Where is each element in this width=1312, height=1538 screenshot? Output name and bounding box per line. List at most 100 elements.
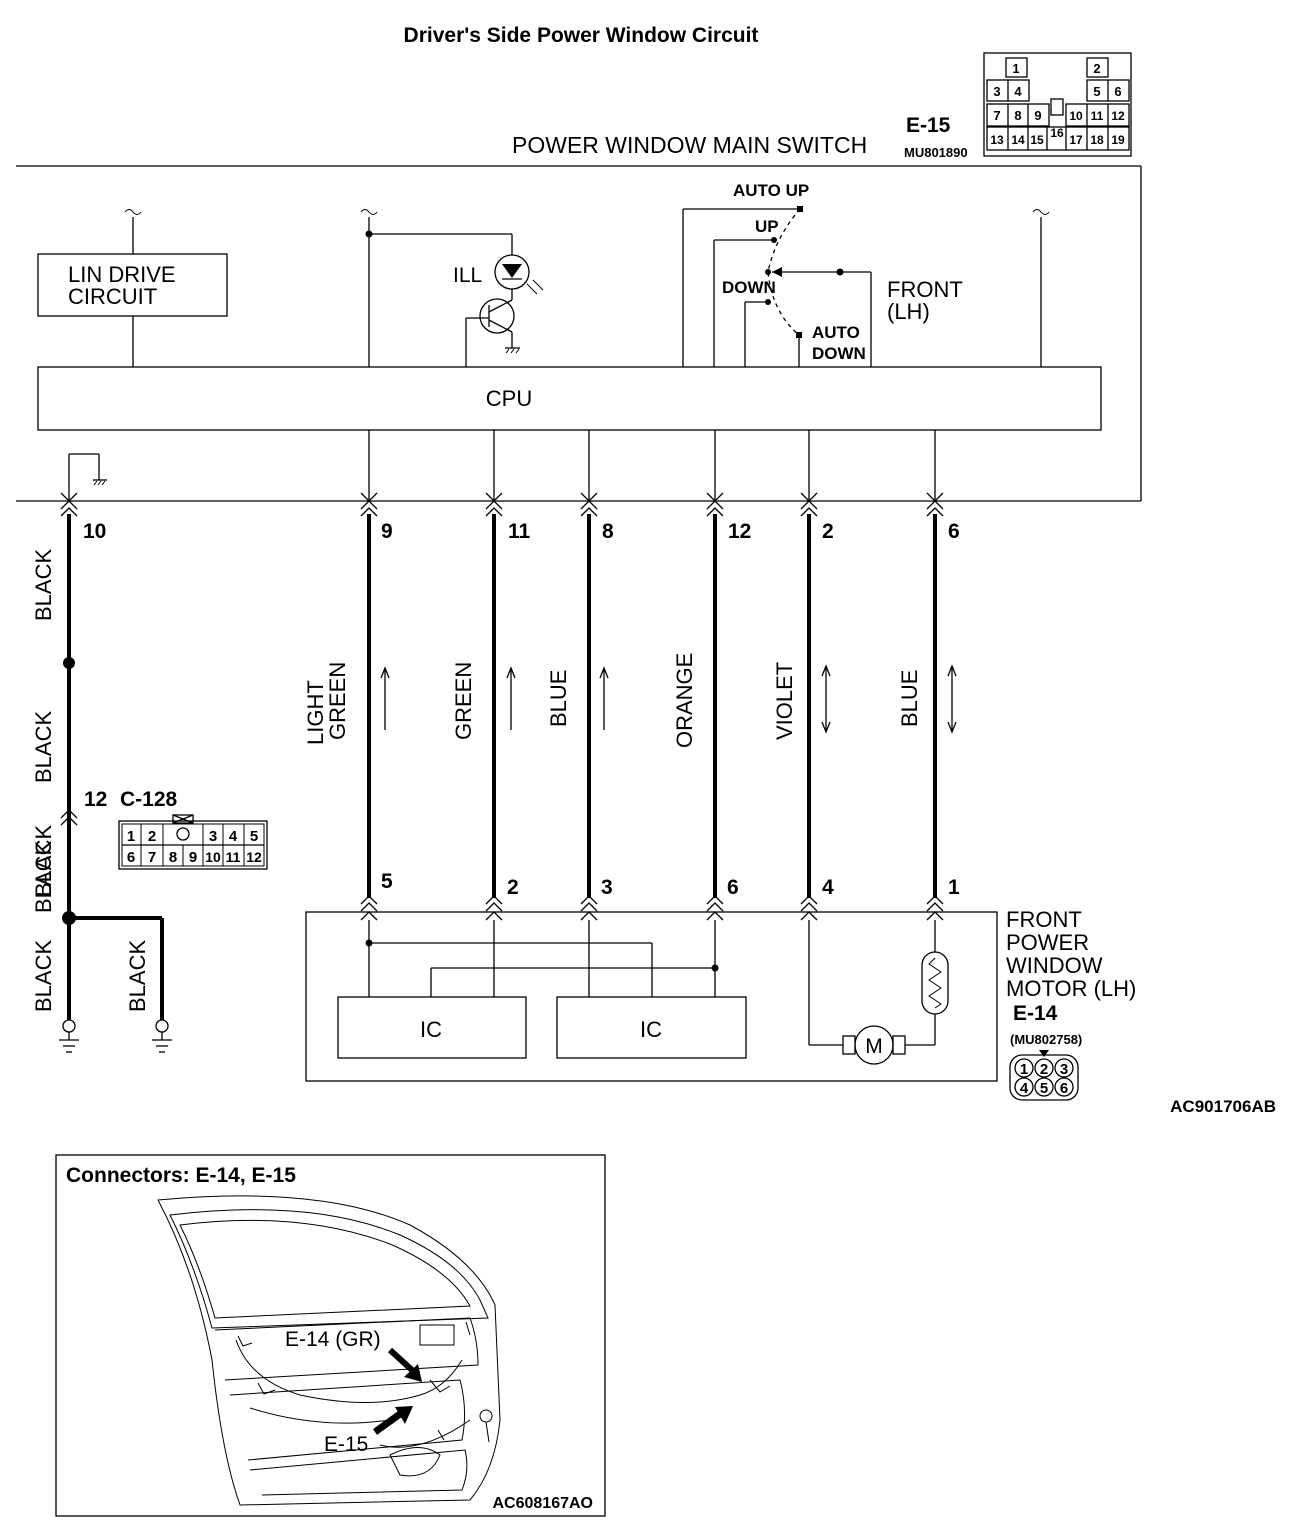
e15-pin: 14 — [1011, 133, 1025, 147]
wire-color-label: BLACK — [31, 825, 56, 897]
figure-code-top: AC901706AB — [1170, 1097, 1276, 1116]
e15-pin: 17 — [1069, 133, 1083, 147]
signal-wire-labels: LIGHT GREEN GREEN BLUE ORANGE VIOLET BLU… — [303, 653, 922, 748]
inset-title: Connectors: E-14, E-15 — [66, 1164, 296, 1187]
connector-location-inset: Connectors: E-14, E-15 E-14 (GR) E — [55, 1154, 606, 1517]
e14-pin: 1 — [1020, 1061, 1028, 1078]
switch-auto-up-label: AUTO UP — [733, 181, 809, 200]
motor-name-line-1: FRONT — [1006, 907, 1082, 932]
switch-down-label: DOWN — [722, 278, 776, 297]
c128-pin: 7 — [148, 849, 156, 866]
wire-color-label: BLACK — [31, 940, 56, 1012]
ill-label: ILL — [453, 264, 482, 287]
wire-color-label: BLACK — [31, 711, 56, 783]
switch-auto-down-label-1: AUTO — [812, 323, 860, 342]
lin-block-line-2: CIRCUIT — [68, 284, 157, 309]
wire-top-pin: 8 — [602, 520, 614, 543]
e15-pin-numbers: 10 9 11 8 12 2 6 — [83, 520, 960, 543]
wire-color-label: GREEN — [325, 662, 350, 740]
wire-top-pin: 6 — [948, 520, 960, 543]
e15-pin: 19 — [1111, 133, 1125, 147]
ic-label: IC — [420, 1017, 442, 1042]
c128-pin: 9 — [189, 849, 197, 866]
e15-pin: 11 — [1091, 109, 1104, 123]
c128-pin-number: 12 — [84, 788, 107, 811]
c128-pin: 11 — [226, 849, 241, 865]
e15-pin: 5 — [1093, 84, 1100, 99]
lin-block-line-1: LIN DRIVE — [68, 262, 176, 287]
c128-pin: 4 — [229, 828, 238, 845]
wire-color-label: GREEN — [451, 662, 476, 740]
e15-pin: 12 — [1111, 109, 1125, 123]
c128-pin: 6 — [127, 849, 135, 866]
wire-bottom-pin: 2 — [507, 876, 519, 899]
e14-connector-id: E-14 — [1013, 1002, 1058, 1025]
e14-pin: 3 — [1060, 1061, 1068, 1078]
cpu-label: CPU — [486, 386, 532, 411]
wire-color-label: BLUE — [546, 670, 571, 727]
c128-connector: 12 C-128 1 2 3 4 5 6 7 8 9 10 11 12 — [84, 788, 268, 870]
c128-pin: 3 — [209, 828, 217, 845]
wire-bottom-pin: 5 — [381, 870, 393, 893]
e15-connector-id: E-15 — [906, 114, 951, 137]
switch-internal-ground — [68, 453, 107, 500]
motor-name-line-3: WINDOW — [1006, 953, 1103, 978]
ill-indicator-circuit: ILL — [365, 217, 544, 367]
wire-top-pin: 9 — [381, 520, 393, 543]
e15-pin: 13 — [990, 133, 1004, 147]
door-illustration — [157, 1195, 501, 1506]
e15-pin: 4 — [1014, 84, 1022, 99]
e14-pin: 6 — [1060, 1080, 1068, 1097]
front-power-window-motor: IC IC M — [305, 895, 998, 1082]
c128-pin: 8 — [169, 849, 177, 866]
wire-bottom-pin: 1 — [948, 876, 960, 899]
main-switch-outline — [16, 165, 1142, 502]
wire-top-pin: 2 — [822, 520, 834, 543]
e15-pin: 18 — [1090, 133, 1104, 147]
motor-label-block: FRONT POWER WINDOW MOTOR (LH) E-14 (MU80… — [1006, 907, 1136, 1047]
switch-name-line-1: FRONT — [887, 277, 963, 302]
signal-direction-arrows — [380, 664, 957, 734]
e14-part-number: (MU802758) — [1010, 1032, 1082, 1047]
e15-part-number: MU801890 — [904, 145, 968, 160]
e15-pin: 2 — [1093, 61, 1100, 76]
wire-bottom-pin: 3 — [601, 876, 613, 899]
main-switch-name: POWER WINDOW MAIN SWITCH — [512, 132, 867, 158]
e15-pin: 10 — [1069, 109, 1083, 123]
wire-bottom-pin: 6 — [727, 876, 739, 899]
c128-pin: 2 — [148, 828, 156, 845]
wire-color-label: VIOLET — [772, 662, 797, 740]
ic-label: IC — [640, 1017, 662, 1042]
e14-pin-numbers: 5 2 3 6 4 1 — [381, 870, 960, 899]
diagram-title: Driver's Side Power Window Circuit — [404, 24, 759, 47]
e15-pin-chevrons — [60, 492, 944, 517]
e15-pin: 6 — [1114, 84, 1121, 99]
ground-wire-labels: BLACK BLACK BLACK BLACK BLACK BLACK — [31, 549, 150, 1012]
continuation-marks — [124, 209, 1050, 215]
lin-drive-circuit: LIN DRIVE CIRCUIT — [37, 217, 228, 367]
motor-name-line-2: POWER — [1006, 930, 1089, 955]
wire-bottom-pin: 4 — [822, 876, 834, 899]
callout-e14: E-14 (GR) — [285, 1328, 381, 1351]
e15-pin: 7 — [993, 108, 1000, 123]
switch-auto-down-label-2: DOWN — [812, 344, 866, 363]
e14-pin: 5 — [1040, 1080, 1048, 1097]
wire-color-label: BLACK — [125, 940, 150, 1012]
cpu-block: CPU — [37, 366, 1102, 431]
e15-pin: 1 — [1012, 61, 1019, 76]
e15-pin: 8 — [1014, 108, 1021, 123]
wire-top-pin: 11 — [508, 520, 531, 543]
c128-junction-chevrons — [60, 809, 78, 826]
callout-e15: E-15 — [324, 1433, 368, 1456]
motor-symbol: M — [865, 1035, 883, 1058]
front-lh-window-switch: AUTO UP UP DOWN AUTO DOWN FRONT (LH) — [682, 181, 1042, 367]
wire-color-label: LIGHT — [303, 680, 328, 745]
wire-color-label: BLACK — [31, 841, 56, 913]
e14-connector-face: 1 2 3 4 5 6 — [1009, 1050, 1079, 1101]
motor-name-line-4: MOTOR (LH) — [1006, 976, 1136, 1001]
cpu-output-lines — [368, 430, 936, 500]
switch-name-line-2: (LH) — [887, 299, 930, 324]
e14-pin: 2 — [1040, 1061, 1048, 1078]
wire-top-pin: 10 — [83, 520, 106, 543]
